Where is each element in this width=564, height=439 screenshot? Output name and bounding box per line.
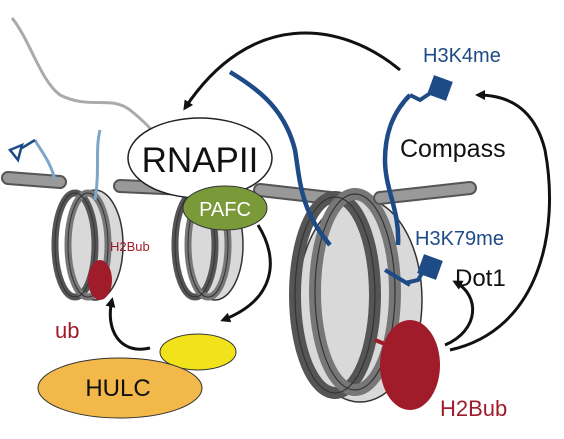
histone-tail-dark-1 <box>228 70 332 247</box>
arrow-pafc-to-hulc <box>220 224 272 323</box>
arrow-h2bub-to-h3k4me <box>449 90 551 352</box>
arrow-hulc-to-h2bub <box>105 297 151 351</box>
histone-tail-connector <box>21 138 36 150</box>
h2bub-large-label: H2Bub <box>440 396 507 421</box>
h2bub-small-label: H2Bub <box>110 239 150 254</box>
hulc-complex <box>37 357 203 419</box>
h3k4me-tail-link <box>409 90 434 103</box>
h3k79me-label: H3K79me <box>415 228 504 250</box>
ub-label: ub <box>55 318 79 343</box>
h3k79me-marker-icon <box>417 254 443 280</box>
pafc-label: PAFC <box>199 199 251 221</box>
compass-label: Compass <box>400 135 506 163</box>
h2bub-large-marker <box>380 320 440 410</box>
histone-tail-dark-2 <box>382 93 412 246</box>
histone-tail-light <box>33 139 57 181</box>
arrow-compass-to-rnapii <box>183 31 401 111</box>
h2bub-small-marker <box>88 260 112 300</box>
hulc-label: HULC <box>85 375 150 402</box>
histone-tail-light-2 <box>93 129 102 201</box>
nucleosome-small-left <box>51 189 124 301</box>
nascent-rna-strand <box>10 17 160 139</box>
hulc-yellow-subunit <box>159 333 237 371</box>
pafc-complex <box>182 185 268 231</box>
methyl-marker-icon <box>7 142 24 163</box>
h3k4me-label: H3K4me <box>423 45 501 67</box>
h3k4me-marker-icon <box>427 75 453 101</box>
rnapii-label: RNAPII <box>142 141 259 180</box>
arrow-h2bub-to-h3k79me <box>444 280 475 347</box>
